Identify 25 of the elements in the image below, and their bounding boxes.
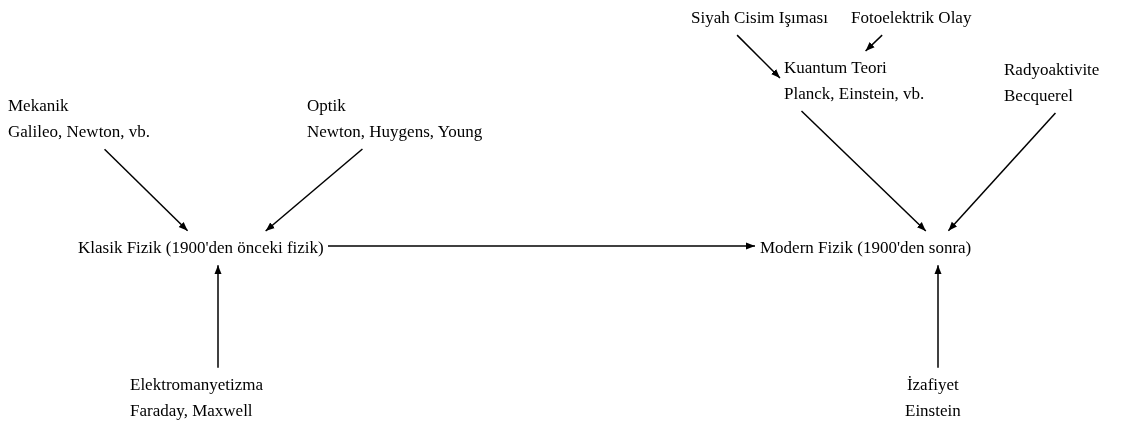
node-label: Modern Fizik (1900'den sonra) [760,237,972,259]
node-subtext: Planck, Einstein, vb. [784,83,925,105]
arrow [103,148,189,232]
arrow [947,112,1057,232]
node-label: Klasik Fizik (1900'den önceki fizik) [78,237,324,259]
arrow [264,148,364,232]
node-subtext: Einstein [905,400,961,422]
arrow [327,242,756,250]
node-subtext: Galileo, Newton, vb. [8,121,151,143]
node-label: Siyah Cisim Işıması [691,7,828,29]
node-heading: İzafiyet [905,374,960,396]
node-heading: Elektromanyetizma [130,374,264,396]
arrow [864,34,883,52]
node-heading: Optik [307,95,347,117]
arrow [736,34,781,79]
arrow [800,110,927,232]
node-label: Fotoelektrik Olay [851,7,972,29]
node-subtext: Faraday, Maxwell [130,400,254,422]
node-subtext: Becquerel [1004,85,1074,107]
node-heading: Radyoaktivite [1004,59,1100,81]
node-heading: Kuantum Teori [784,57,888,79]
arrow [214,264,222,369]
node-heading: Mekanik [8,95,70,117]
node-subtext: Newton, Huygens, Young [307,121,483,143]
arrow [934,264,942,369]
